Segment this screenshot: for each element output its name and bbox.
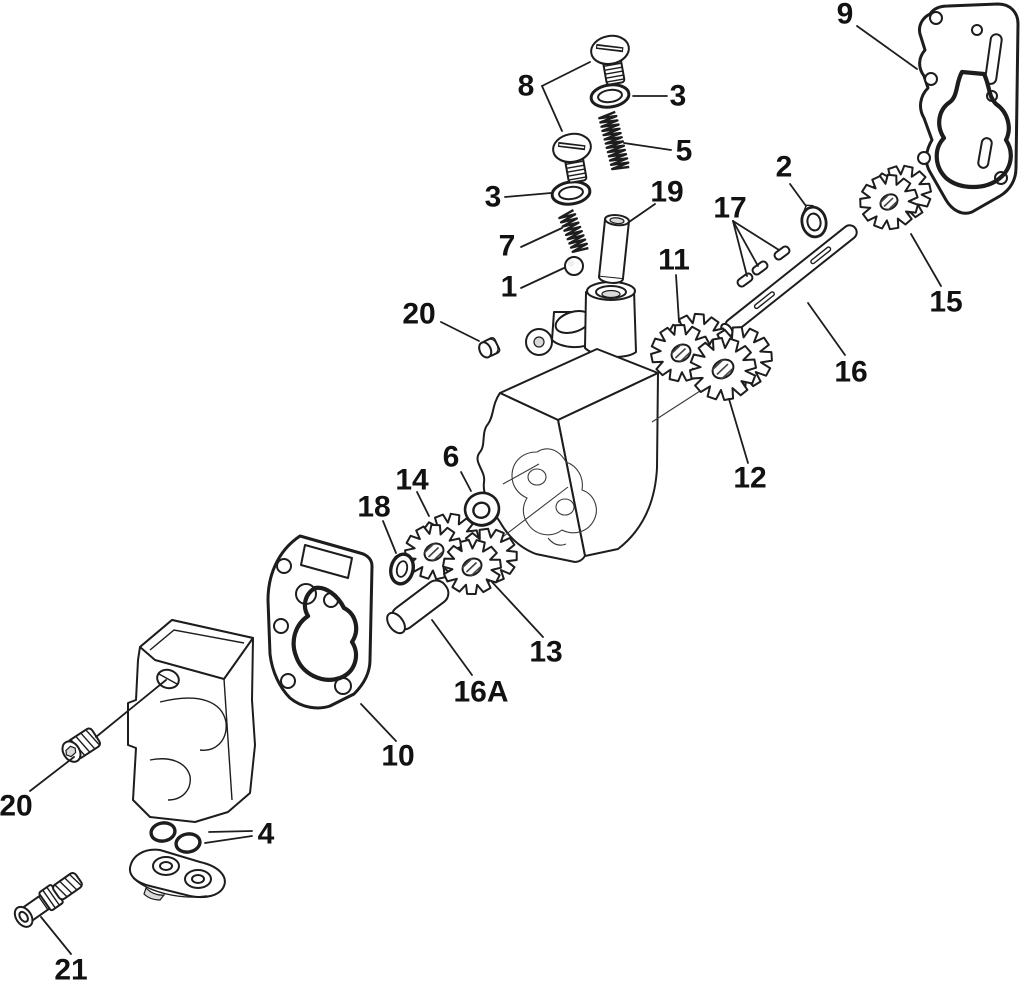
leader-line-4-1 bbox=[204, 835, 253, 844]
bore-hatch bbox=[674, 347, 687, 359]
thrust-washer-6 bbox=[463, 491, 501, 527]
bore-hatch bbox=[427, 546, 440, 558]
drive-pins-17 bbox=[736, 245, 791, 288]
gasket-plate-10 bbox=[266, 534, 374, 710]
callout-20-22: 20 bbox=[0, 790, 33, 823]
callout-8-8: 8 bbox=[518, 70, 535, 103]
pump-cover bbox=[127, 619, 256, 823]
valve-tube-19 bbox=[598, 214, 630, 284]
leader-line-2 bbox=[789, 183, 807, 207]
callout-18-19: 18 bbox=[357, 491, 390, 524]
leader-line-12 bbox=[728, 398, 749, 464]
leader-line-20-1 bbox=[95, 679, 167, 738]
leader-line-8-1 bbox=[541, 85, 563, 132]
leader-line-20 bbox=[29, 756, 75, 792]
pump-housing bbox=[476, 281, 659, 563]
bore-hatch bbox=[470, 566, 482, 577]
leader-line-11 bbox=[675, 274, 680, 323]
callout-6-6: 6 bbox=[443, 441, 460, 474]
leader-line-15 bbox=[910, 233, 942, 287]
leader-line-21 bbox=[40, 916, 72, 955]
leader-line-13 bbox=[491, 581, 544, 638]
leader-line-1 bbox=[520, 267, 565, 289]
o-ring-3-lower bbox=[550, 180, 592, 206]
gear-12 bbox=[689, 326, 773, 401]
leader-line-14 bbox=[416, 491, 430, 517]
leader-line-10 bbox=[360, 703, 397, 742]
ball-plug-20 bbox=[478, 336, 501, 359]
retaining-ring-18 bbox=[389, 552, 415, 586]
leader-line-20 bbox=[440, 321, 480, 342]
idler-shaft-16A bbox=[386, 579, 450, 635]
callout-2-1: 2 bbox=[776, 151, 793, 184]
leader-line-17-1 bbox=[732, 220, 759, 267]
set-screw-20 bbox=[61, 727, 101, 763]
leader-line-9 bbox=[856, 25, 918, 70]
callout-16A-17: 16A bbox=[453, 676, 508, 709]
plate-10-pump-outline bbox=[291, 585, 359, 682]
gear-13 bbox=[442, 527, 518, 595]
leader-line-18 bbox=[382, 520, 397, 554]
leader-line-17-2 bbox=[732, 220, 780, 251]
check-spring-7 bbox=[558, 209, 589, 253]
leader-line-17 bbox=[732, 220, 748, 277]
callout-10-10: 10 bbox=[381, 740, 414, 773]
bore-hatch bbox=[887, 201, 898, 211]
o-ring-3-upper bbox=[589, 83, 631, 109]
callout-17-18: 17 bbox=[713, 192, 746, 225]
bore-hatch bbox=[721, 368, 734, 380]
relief-spring-5 bbox=[598, 110, 630, 171]
bore-hatch bbox=[716, 363, 729, 376]
callout-13-13: 13 bbox=[529, 636, 562, 669]
callout-3-3: 3 bbox=[485, 181, 502, 214]
leader-line-16A bbox=[431, 619, 473, 676]
o-rings-4 bbox=[149, 821, 202, 854]
leader-line-6 bbox=[460, 471, 472, 492]
bore-hatch bbox=[432, 551, 444, 562]
callout-21-23: 21 bbox=[54, 954, 87, 982]
cover-screw-8-lower bbox=[552, 132, 592, 184]
callout-11-11: 11 bbox=[658, 244, 690, 277]
plate-9-pump-outline bbox=[934, 69, 1013, 190]
check-ball-1 bbox=[564, 256, 584, 276]
bore-hatch bbox=[670, 343, 682, 355]
leader-line-4 bbox=[208, 830, 253, 833]
callout-1-0: 1 bbox=[501, 271, 518, 304]
seal-washer-2 bbox=[800, 204, 828, 239]
leader-line-3 bbox=[504, 192, 552, 198]
check-spring-7-coils bbox=[558, 209, 589, 253]
gear-15 bbox=[859, 164, 932, 231]
bore-hatch bbox=[465, 561, 478, 573]
bore-hatch bbox=[679, 352, 691, 363]
callout-3-2: 3 bbox=[670, 80, 687, 113]
leader-line-8 bbox=[541, 61, 591, 87]
bore-hatch bbox=[461, 557, 473, 569]
bore-hatch bbox=[879, 193, 890, 204]
relief-spring-5-coils bbox=[598, 110, 630, 171]
callout-15-15: 15 bbox=[929, 286, 962, 319]
mounting-plate-9 bbox=[917, 2, 1020, 215]
cover-screw-8-upper bbox=[590, 34, 630, 86]
callout-16-16: 16 bbox=[834, 356, 867, 389]
callout-9-9: 9 bbox=[837, 0, 854, 31]
fitting-21 bbox=[13, 872, 83, 928]
callout-4-4: 4 bbox=[258, 818, 275, 851]
callout-5-5: 5 bbox=[676, 135, 693, 168]
callout-7-7: 7 bbox=[499, 230, 516, 263]
callout-20-21: 20 bbox=[402, 298, 435, 331]
leader-line-16 bbox=[807, 302, 846, 356]
bore-hatch bbox=[883, 197, 894, 208]
leader-line-5 bbox=[623, 142, 672, 151]
leader-line-19 bbox=[628, 203, 656, 223]
callout-19-20: 19 bbox=[650, 176, 683, 209]
rocker-plate bbox=[128, 848, 226, 901]
bore-hatch bbox=[423, 542, 435, 554]
leader-line-7 bbox=[520, 227, 563, 248]
bore-hatch bbox=[711, 358, 724, 371]
callout-14-14: 14 bbox=[395, 464, 429, 497]
callout-12-12: 12 bbox=[733, 462, 766, 495]
leader-lines bbox=[29, 25, 942, 955]
